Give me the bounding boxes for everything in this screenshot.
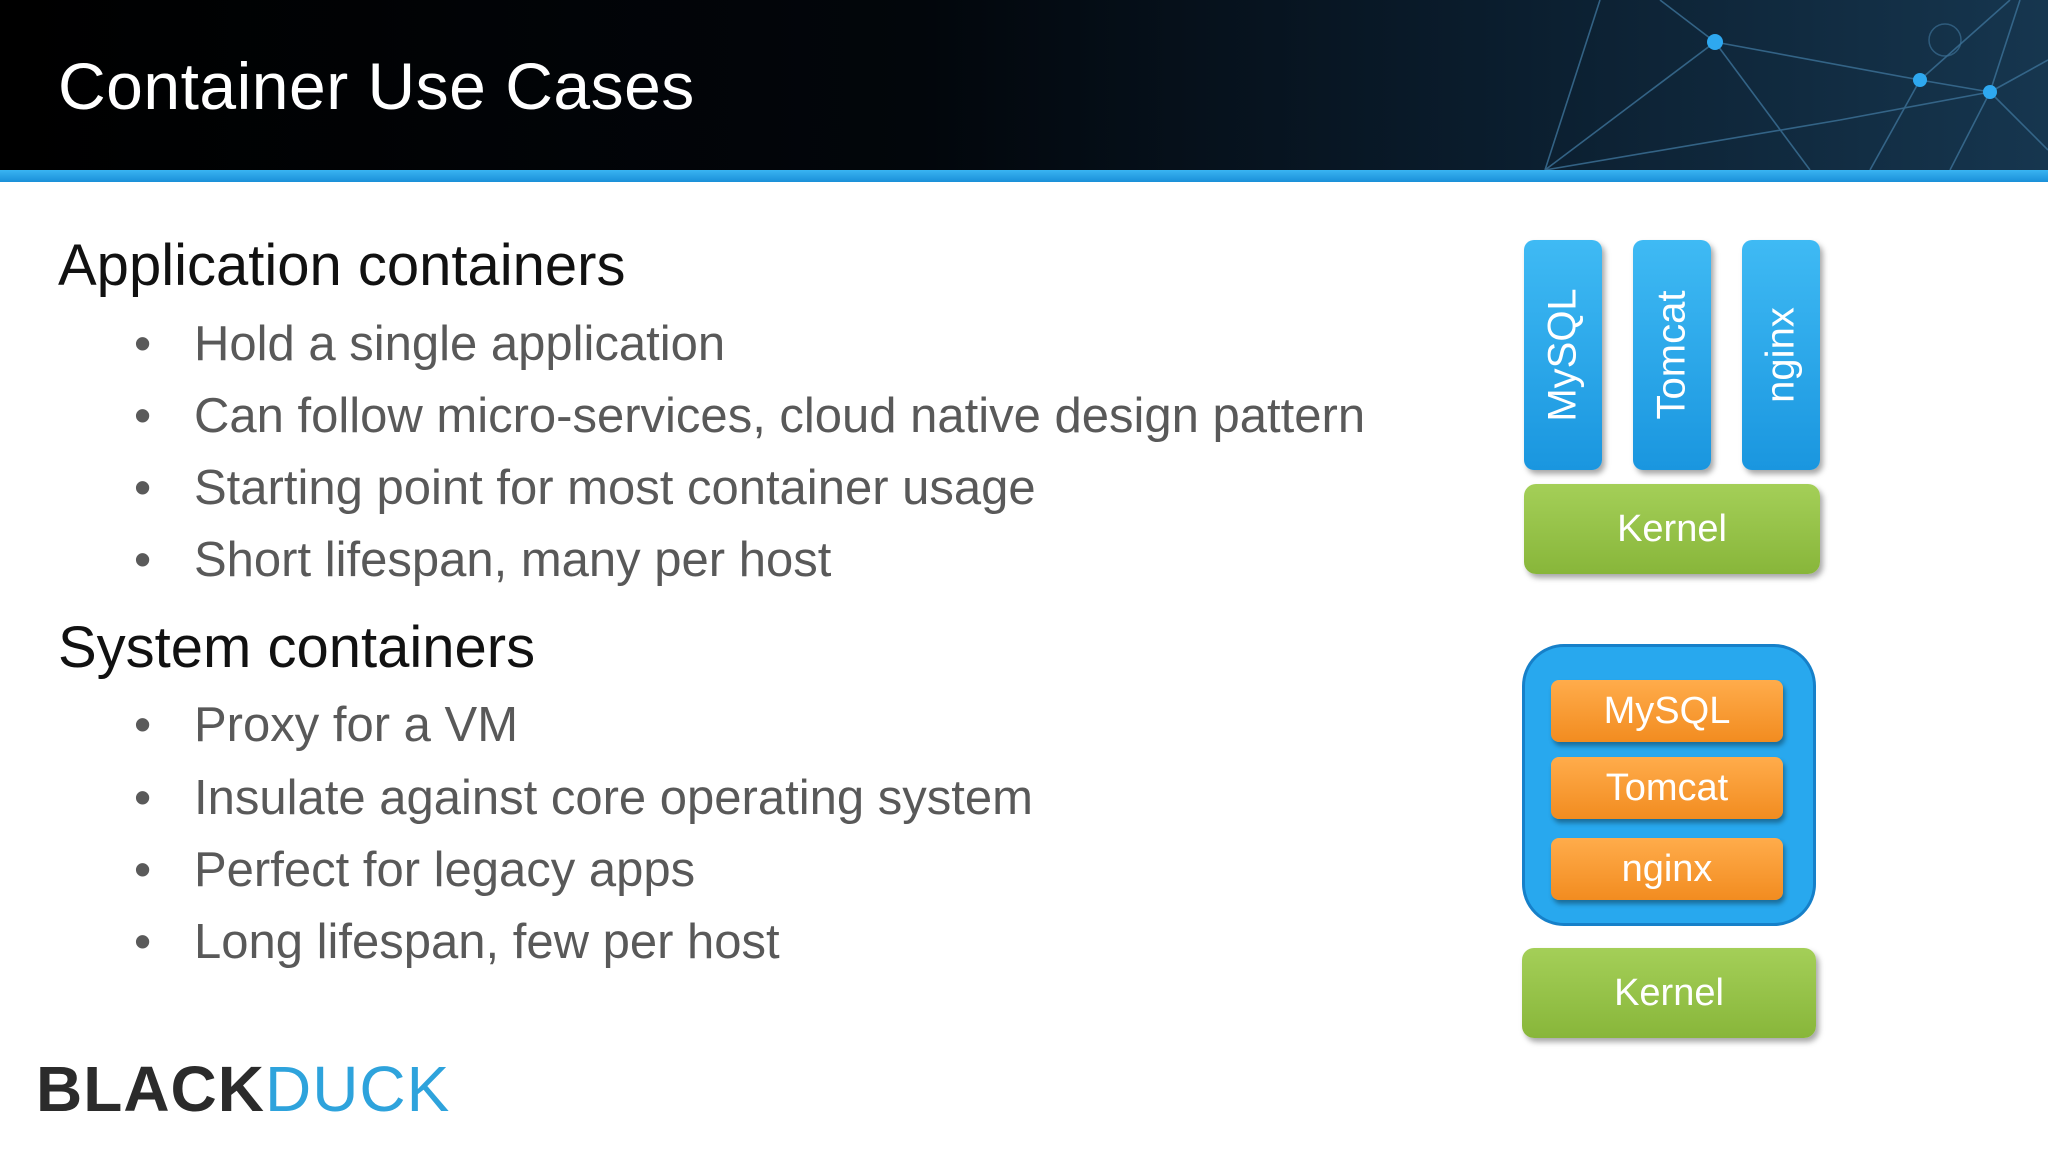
system-kernel-block: Kernel <box>1522 948 1816 1038</box>
header-accent-bar <box>0 170 2048 182</box>
section-heading-application: Application containers <box>58 233 626 298</box>
bullet-dot-icon: • <box>134 915 152 969</box>
app-container-tomcat: Tomcat <box>1633 240 1711 470</box>
logo-text-duck: DUCK <box>264 1053 451 1125</box>
logo-text-black: BLACK <box>36 1053 265 1125</box>
slide-content: Application containers • Hold a single a… <box>58 233 1366 969</box>
blackduck-logo: BLACKDUCK <box>36 1052 450 1126</box>
section-heading-system: System containers <box>58 615 536 680</box>
bullet-dot-icon: • <box>134 698 152 752</box>
bullet-text: Can follow micro-services, cloud native … <box>194 389 1366 443</box>
app-kernel-block: Kernel <box>1524 484 1820 574</box>
bullet-dot-icon: • <box>134 843 152 897</box>
bullet-dot-icon: • <box>134 461 152 515</box>
slide-header: Container Use Cases <box>0 0 2048 170</box>
bullet-dot-icon: • <box>134 771 152 825</box>
bullet-text: Insulate against core operating system <box>194 771 1033 825</box>
bullet-text: Long lifespan, few per host <box>194 915 780 969</box>
bullet-dot-icon: • <box>134 533 152 587</box>
bullet-dot-icon: • <box>134 389 152 443</box>
app-container-label: MySQL <box>1540 288 1585 422</box>
app-container-mysql: MySQL <box>1524 240 1602 470</box>
bullet-text: Proxy for a VM <box>194 698 519 752</box>
bullet-text: Short lifespan, many per host <box>194 533 832 587</box>
slide-title: Container Use Cases <box>58 49 695 123</box>
system-app-mysql: MySQL <box>1551 680 1783 742</box>
bullet-text: Hold a single application <box>194 317 726 371</box>
bullet-text: Starting point for most container usage <box>194 461 1036 515</box>
system-app-nginx: nginx <box>1551 838 1783 900</box>
bullet-text: Perfect for legacy apps <box>194 843 696 897</box>
app-container-nginx: nginx <box>1742 240 1820 470</box>
app-container-label: Tomcat <box>1649 290 1694 420</box>
app-container-label: nginx <box>1758 307 1803 403</box>
system-app-tomcat: Tomcat <box>1551 757 1783 819</box>
network-graphic <box>1544 0 2048 170</box>
bullet-dot-icon: • <box>134 317 152 371</box>
